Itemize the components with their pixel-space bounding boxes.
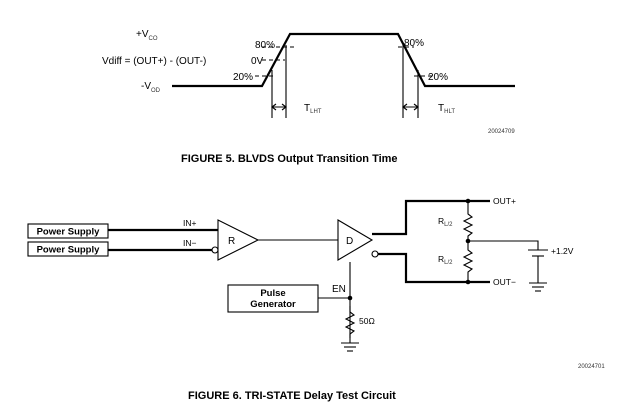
wire-out-plus xyxy=(372,199,490,236)
ground-symbol-enable xyxy=(341,342,359,352)
en-label: EN xyxy=(332,284,346,295)
receiver-label: R xyxy=(228,236,235,247)
wire-mid-to-source xyxy=(468,240,539,250)
pct-0v: 0V xyxy=(251,56,264,67)
node-out-minus xyxy=(465,279,471,285)
power-supply-label-2: Power Supply xyxy=(37,245,101,256)
ground-symbol-source xyxy=(529,282,547,292)
in-minus-inversion-bubble xyxy=(211,246,219,254)
figure-6-circuit: Power Supply Power Supply IN+ IN− R D OU… xyxy=(27,196,605,402)
resistor-50-ohm xyxy=(344,306,356,338)
out-plus-label: OUT+ xyxy=(493,196,516,206)
power-supply-label-1: Power Supply xyxy=(37,227,101,238)
pct-20-left: 20% xyxy=(233,72,253,83)
pct-80-right: 80% xyxy=(404,38,424,49)
node-out-plus xyxy=(465,198,471,204)
rl-bottom-label: RL/2 xyxy=(438,254,453,266)
figure-6-caption: FIGURE 6. TRI-STATE Delay Test Circuit xyxy=(188,390,396,402)
figure-5-timing: +VCO Vdiff = (OUT+) - (OUT-) -VOD 80% 0V… xyxy=(102,29,515,165)
vod-label: -VOD xyxy=(141,81,161,94)
vsrc-label: +1.2V xyxy=(551,246,574,256)
out-minus-inversion-bubble xyxy=(371,250,379,258)
resistor-rl-bottom xyxy=(462,241,474,282)
pct-80-left: 80% xyxy=(255,40,275,51)
driver-label: D xyxy=(346,236,353,247)
pulse-generator-line2: Generator xyxy=(250,299,296,310)
receiver-triangle xyxy=(217,219,260,261)
driver-triangle xyxy=(337,219,374,261)
pct-20-right: 20% xyxy=(428,72,448,83)
tlht-arrow xyxy=(271,103,287,111)
rl-top-label: RL/2 xyxy=(438,216,453,228)
pulse-generator-line1: Pulse xyxy=(260,288,285,299)
tlht-label: TLHT xyxy=(304,103,322,115)
in-minus-label: IN− xyxy=(183,238,197,248)
figure-6-ref-id: 20024701 xyxy=(578,364,605,370)
figure-5-caption: FIGURE 5. BLVDS Output Transition Time xyxy=(181,153,398,165)
thlt-arrow xyxy=(402,103,419,111)
in-plus-label: IN+ xyxy=(183,218,197,228)
vdiff-waveform xyxy=(172,32,515,88)
vcc-label: +VCO xyxy=(136,29,158,42)
resistor-50-label: 50Ω xyxy=(359,316,375,326)
figure-5-ref-id: 20024709 xyxy=(488,129,515,135)
thlt-label: THLT xyxy=(438,103,455,115)
wire-out-minus xyxy=(378,252,490,284)
resistor-rl-top xyxy=(462,201,474,241)
out-minus-label: OUT− xyxy=(493,277,516,287)
vdiff-label: Vdiff = (OUT+) - (OUT-) xyxy=(102,56,206,67)
